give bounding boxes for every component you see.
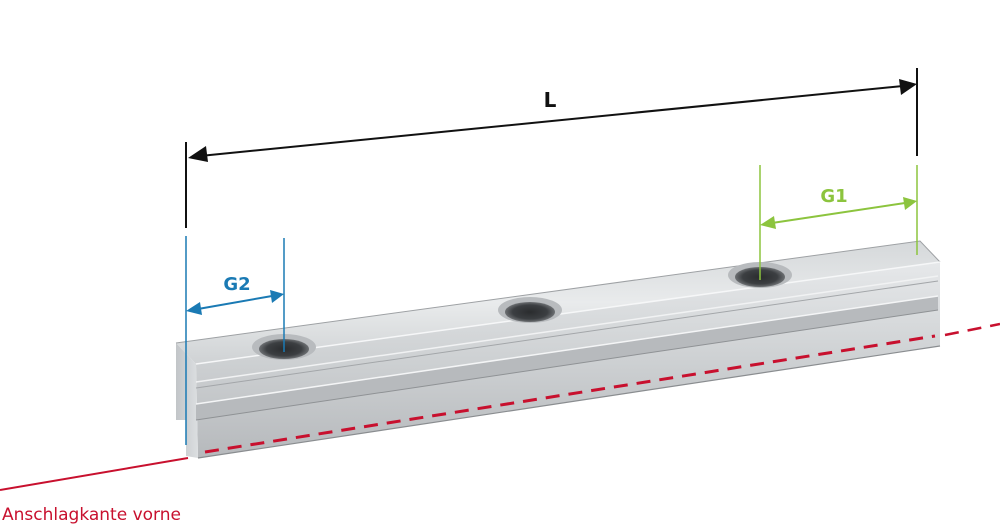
g2-dimension: G2 — [185, 236, 285, 445]
reference-edge-label: Anschlagkante vorne — [2, 505, 181, 525]
rail-end-face — [176, 343, 198, 458]
mounting-holes — [252, 262, 792, 360]
mounting-hole-middle — [498, 297, 562, 323]
g1-label: G1 — [820, 186, 847, 207]
reference-edge-on-rail — [204, 334, 936, 454]
length-dimension: L — [185, 68, 918, 228]
g2-label: G2 — [223, 274, 250, 295]
rail-groove — [196, 296, 938, 420]
g1-dimension: G1 — [759, 165, 918, 280]
length-label: L — [544, 88, 557, 112]
